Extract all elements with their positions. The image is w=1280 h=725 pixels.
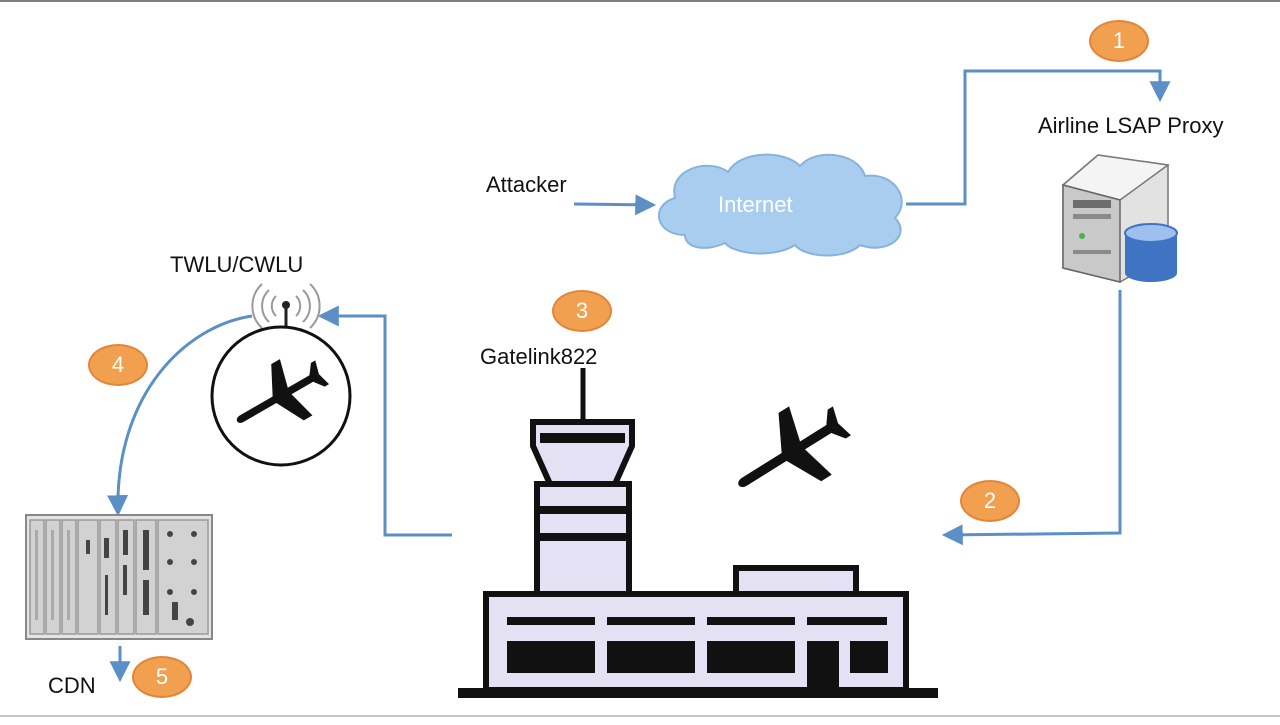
attacker-label: Attacker: [486, 172, 567, 197]
airport-control-tower-icon: [458, 368, 938, 698]
arrow-twlu-to-rack: [107, 314, 253, 517]
step-badge-2: 2: [960, 480, 1020, 522]
airplane-icon: [738, 406, 851, 488]
proxy-label: Airline LSAP Proxy: [1038, 113, 1224, 138]
step-number: 1: [1112, 28, 1126, 53]
step-number: 4: [111, 352, 125, 377]
gatelink-label: Gatelink822: [480, 344, 598, 369]
step-number: 2: [983, 488, 997, 513]
arrow-internet-to-proxy: [906, 69, 1171, 206]
cdn-label: CDN: [48, 673, 96, 698]
wireless-antenna-icon: [251, 283, 321, 345]
internet-cloud-icon: [658, 153, 903, 257]
server-database-icon: [1061, 154, 1178, 283]
avionics-rack-icon: [25, 514, 213, 640]
step-number: 3: [575, 298, 589, 323]
airplane-icon-small: [236, 359, 330, 423]
arrow-attacker-to-internet: [573, 194, 657, 216]
arrow-proxy-to-gatelink: [941, 290, 1122, 546]
step-badge-5: 5: [132, 656, 192, 698]
arrow-gatelink-to-twlu: [317, 305, 452, 537]
step-badge-4: 4: [88, 344, 148, 386]
internet-label: Internet: [718, 192, 793, 217]
connector-arrows: [107, 69, 1171, 683]
step-number: 5: [155, 664, 169, 689]
twlu-label: TWLU/CWLU: [170, 252, 304, 277]
step-badge-1: 1: [1089, 20, 1149, 62]
airplane-circle: [210, 325, 352, 467]
step-badge-3: 3: [552, 290, 612, 332]
